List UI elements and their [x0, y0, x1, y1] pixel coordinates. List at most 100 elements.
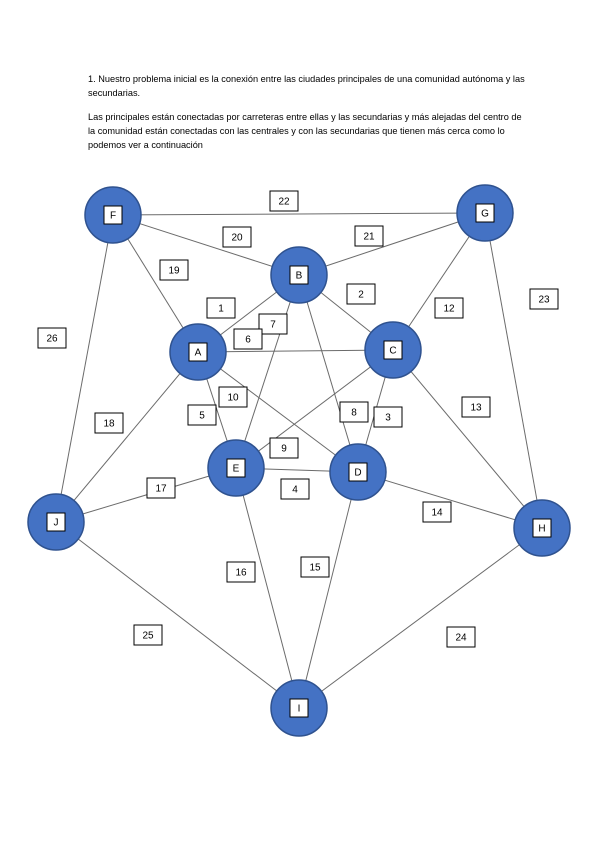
node-label-box — [188, 342, 208, 362]
weight-label: 26 — [46, 334, 58, 345]
weight-label: 16 — [235, 568, 247, 579]
edge-e-j — [55, 467, 237, 523]
weight-box — [218, 386, 248, 408]
node-h: H — [513, 499, 571, 557]
node-g: G — [456, 184, 514, 242]
edge-weight-24: 24 — [446, 626, 476, 648]
node-j: J — [27, 493, 85, 551]
weight-box — [339, 401, 369, 423]
weight-box — [146, 477, 176, 499]
weight-box — [529, 288, 559, 310]
node-label: C — [389, 346, 396, 357]
weight-box — [37, 327, 67, 349]
edge-c-h — [392, 349, 543, 529]
node-label-box — [532, 518, 552, 538]
edge-weight-21: 21 — [354, 225, 384, 247]
weight-label: 1 — [218, 304, 224, 315]
weight-label: 13 — [470, 403, 482, 414]
edge-b-e — [235, 274, 300, 469]
node-label-box — [475, 203, 495, 223]
edge-d-h — [357, 471, 543, 529]
edge-c-e — [235, 349, 394, 469]
weight-box — [346, 283, 376, 305]
weight-label: 10 — [227, 393, 239, 404]
weight-box — [373, 406, 403, 428]
intro-text-1: 1. Nuestro problema inicial es la conexi… — [88, 74, 525, 98]
node-label: F — [110, 211, 116, 222]
intro-text-2: Las principales están conectadas por car… — [88, 112, 522, 150]
edge-weight-12: 12 — [434, 297, 464, 319]
node-label: D — [354, 468, 361, 479]
node-label: B — [296, 271, 303, 282]
node-label: I — [298, 704, 301, 715]
weight-box — [187, 404, 217, 426]
weight-label: 15 — [309, 563, 321, 574]
edge-f-g — [112, 212, 486, 216]
edge-g-b — [298, 212, 486, 276]
edge-d-i — [298, 471, 359, 709]
edge-weight-5: 5 — [187, 404, 217, 426]
weight-box — [269, 190, 299, 212]
edge-e-i — [235, 467, 300, 709]
node-label-box — [289, 698, 309, 718]
edge-weight-22: 22 — [269, 190, 299, 212]
node-c: C — [364, 321, 422, 379]
node-label: H — [538, 524, 545, 535]
node-label-box — [103, 205, 123, 225]
edge-weight-23: 23 — [529, 288, 559, 310]
weight-label: 14 — [431, 508, 443, 519]
weight-label: 9 — [281, 444, 287, 455]
weight-label: 24 — [455, 633, 467, 644]
edge-a-d — [197, 351, 359, 473]
node-f: F — [84, 186, 142, 244]
node-label: E — [233, 464, 240, 475]
weight-box — [269, 437, 299, 459]
node-label-box — [383, 340, 403, 360]
weight-label: 12 — [443, 304, 455, 315]
weight-label: 21 — [363, 232, 375, 243]
edge-weight-16: 16 — [226, 561, 256, 583]
node-label: J — [54, 518, 59, 529]
edge-h-i — [298, 527, 543, 709]
node-i: I — [270, 679, 328, 737]
weight-box — [222, 226, 252, 248]
nodes-layer: F G B A C E D J H I — [27, 184, 571, 737]
weight-box — [159, 259, 189, 281]
node-label: A — [195, 348, 202, 359]
weight-box — [280, 478, 310, 500]
edge-b-d — [298, 274, 359, 473]
edge-weight-6: 6 — [233, 328, 263, 350]
edge-weight-9: 9 — [269, 437, 299, 459]
node-b: B — [270, 246, 328, 304]
edge-a-j — [55, 351, 199, 523]
weight-box — [94, 412, 124, 434]
intro-paragraph-1: 1. Nuestro problema inicial es la conexi… — [88, 72, 528, 100]
weight-label: 5 — [199, 411, 205, 422]
node-label-box — [289, 265, 309, 285]
edge-weight-19: 19 — [159, 259, 189, 281]
weight-label: 25 — [142, 631, 154, 642]
edge-weight-10: 10 — [218, 386, 248, 408]
intro-paragraph-2: Las principales están conectadas por car… — [88, 110, 528, 152]
node-d: D — [329, 443, 387, 501]
weight-label: 7 — [270, 320, 276, 331]
weight-label: 18 — [103, 419, 115, 430]
edge-a-c — [197, 349, 394, 353]
weight-label: 17 — [155, 484, 167, 495]
edge-f-j — [55, 214, 114, 523]
weight-box — [461, 396, 491, 418]
edge-f-b — [112, 214, 300, 276]
node-e: E — [207, 439, 265, 497]
weight-box — [206, 297, 236, 319]
edge-weight-8: 8 — [339, 401, 369, 423]
edge-weight-13: 13 — [461, 396, 491, 418]
edge-weight-4: 4 — [280, 478, 310, 500]
edge-weight-2: 2 — [346, 283, 376, 305]
edge-weight-20: 20 — [222, 226, 252, 248]
weight-label: 3 — [385, 413, 391, 424]
weight-box — [133, 624, 163, 646]
weight-box — [300, 556, 330, 578]
weight-box — [434, 297, 464, 319]
